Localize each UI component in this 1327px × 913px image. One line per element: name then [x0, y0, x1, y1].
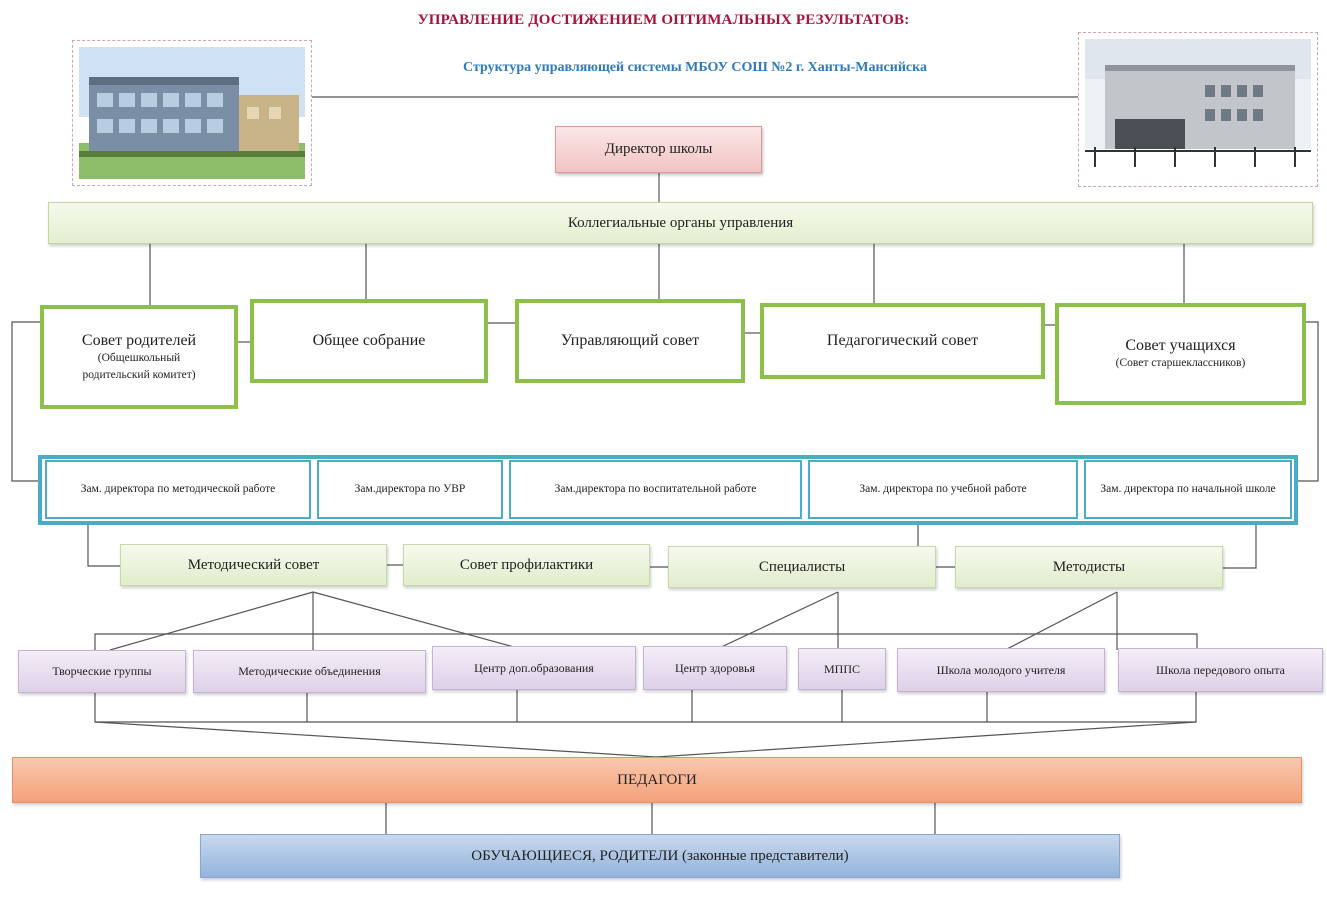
council-pedagogical: Педагогический совет: [760, 303, 1045, 379]
council-note: (Совет старшеклассников): [1115, 357, 1246, 370]
collegial-bodies-bar: Коллегиальные органы управления: [48, 202, 1313, 244]
group-young-teacher-school: Школа молодого учителя: [897, 648, 1105, 692]
deputy-methodical: Зам. директора по методической работе: [45, 460, 311, 519]
group-additional-education: Центр доп.образования: [432, 646, 636, 690]
council-label: Совет учащихся: [1125, 337, 1236, 355]
group-creative: Творческие группы: [18, 650, 186, 693]
council-label: Управляющий совет: [560, 332, 700, 350]
deputy-academic: Зам. директора по учебной работе: [808, 460, 1078, 519]
council-label: Педагогический совет: [826, 332, 979, 350]
council-note: (Общешкольный родительский комитет): [82, 351, 196, 381]
council-parents: Совет родителей (Общешкольный родительск…: [40, 305, 238, 409]
students-parents-bar: ОБУЧАЮЩИЕСЯ, РОДИТЕЛИ (законные представ…: [200, 834, 1120, 878]
page-title: УПРАВЛЕНИЕ ДОСТИЖЕНИЕМ ОПТИМАЛЬНЫХ РЕЗУЛ…: [417, 12, 910, 28]
group-health-center: Центр здоровья: [643, 646, 787, 690]
council-governing: Управляющий совет: [515, 299, 745, 383]
page-subtitle: Структура управляющей системы МБОУ СОШ №…: [463, 60, 927, 75]
director-box: Директор школы: [555, 126, 762, 173]
council-label: Общее собрание: [312, 332, 426, 350]
deputy-uvr: Зам.директора по УВР: [317, 460, 503, 519]
school-photo-right: [1078, 32, 1318, 187]
council-students: Совет учащихся (Совет старшеклассников): [1055, 303, 1306, 405]
deputy-primary: Зам. директора по начальной школе: [1084, 460, 1292, 519]
group-best-practice-school: Школа передового опыта: [1118, 648, 1323, 692]
unit-prevention-council: Совет профилактики: [403, 544, 650, 586]
deputy-educational: Зам.директора по воспитательной работе: [509, 460, 802, 519]
council-label: Совет родителей: [81, 331, 197, 349]
council-general-meeting: Общее собрание: [250, 299, 488, 383]
unit-methodologists: Методисты: [955, 546, 1223, 588]
unit-specialists: Специалисты: [668, 546, 936, 588]
group-methodical-associations: Методические объединения: [193, 650, 426, 693]
group-mpps: МППС: [798, 648, 886, 690]
unit-methodical-council: Методический совет: [120, 544, 387, 586]
school-photo-left: [72, 40, 312, 186]
teachers-bar: ПЕДАГОГИ: [12, 757, 1302, 803]
